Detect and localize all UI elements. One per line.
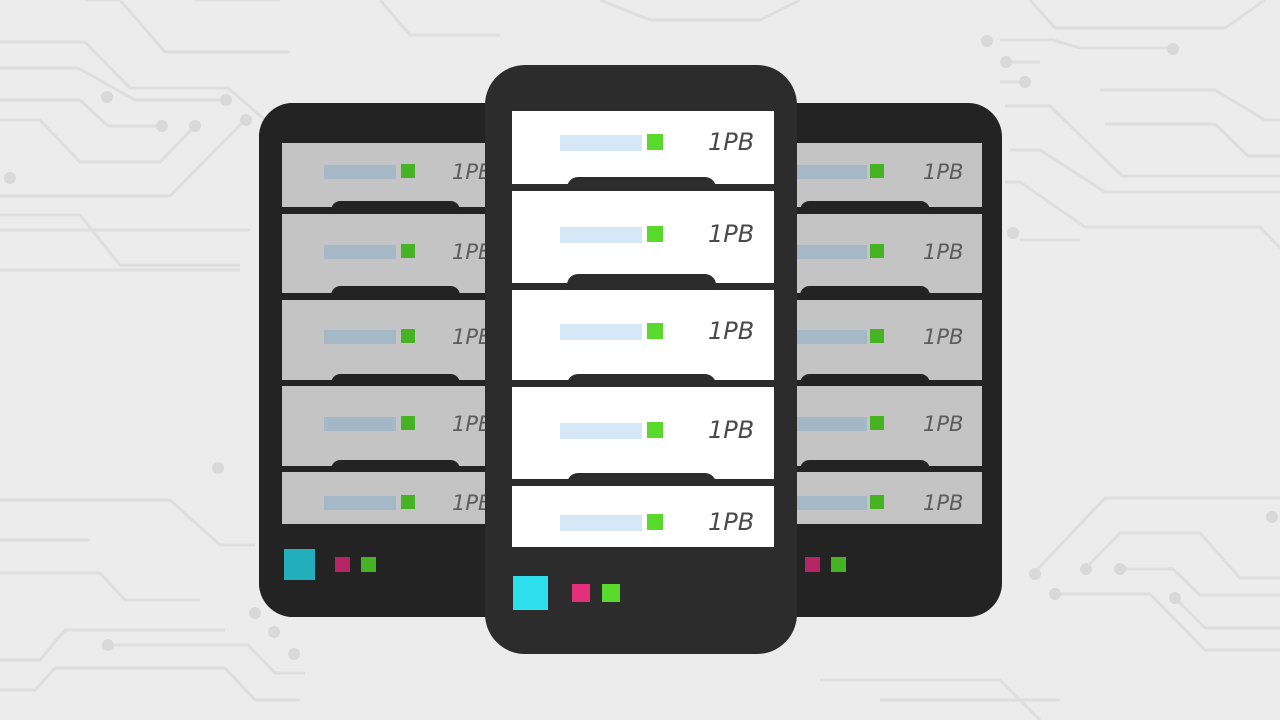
capacity-bar	[790, 165, 867, 179]
capacity-label: 1PB	[923, 325, 964, 349]
server-rack-center: 1PB 1PB 1PB 1PB 1PB	[485, 65, 797, 654]
storage-slot: 1PB	[790, 214, 982, 294]
status-indicator-pink-icon	[572, 584, 590, 602]
storage-slot: 1PB	[512, 111, 774, 184]
storage-slot: 1PB	[512, 290, 774, 380]
capacity-bar	[324, 245, 396, 259]
storage-slot: 1PB	[790, 386, 982, 466]
status-led-icon	[401, 329, 415, 343]
storage-slot: 1PB	[282, 143, 499, 207]
capacity-bar	[790, 330, 867, 344]
status-led-icon	[647, 134, 663, 150]
storage-slot: 1PB	[282, 300, 499, 380]
capacity-label: 1PB	[923, 412, 964, 436]
status-led-icon	[870, 329, 884, 343]
capacity-bar	[790, 417, 867, 431]
status-led-icon	[870, 416, 884, 430]
capacity-bar	[560, 423, 642, 439]
status-led-icon	[870, 164, 884, 178]
status-led-icon	[401, 164, 415, 178]
capacity-bar	[324, 165, 396, 179]
capacity-bar	[790, 245, 867, 259]
capacity-bar	[324, 417, 396, 431]
storage-slot: 1PB	[282, 386, 499, 466]
storage-slot: 1PB	[790, 472, 982, 524]
capacity-bar	[324, 330, 396, 344]
status-led-icon	[870, 244, 884, 258]
capacity-label: 1PB	[708, 416, 755, 444]
status-led-icon	[647, 514, 663, 530]
capacity-bar	[560, 227, 642, 243]
storage-slot: 1PB	[282, 214, 499, 294]
power-indicator-cyan-icon	[284, 549, 315, 580]
storage-slot: 1PB	[512, 191, 774, 283]
power-indicator-cyan-icon	[513, 576, 548, 610]
capacity-label: 1PB	[923, 240, 964, 264]
storage-slot: 1PB	[282, 472, 499, 524]
capacity-label: 1PB	[923, 491, 964, 515]
status-indicator-pink-icon	[335, 557, 350, 572]
capacity-bar	[560, 324, 642, 340]
capacity-label: 1PB	[708, 317, 755, 345]
storage-slot: 1PB	[512, 387, 774, 479]
status-led-icon	[647, 226, 663, 242]
status-led-icon	[647, 422, 663, 438]
capacity-label: 1PB	[708, 128, 755, 156]
status-indicator-green-icon	[602, 584, 620, 602]
status-indicator-pink-icon	[805, 557, 820, 572]
capacity-label: 1PB	[923, 160, 964, 184]
status-led-icon	[401, 244, 415, 258]
capacity-bar	[560, 515, 642, 531]
capacity-label: 1PB	[708, 220, 755, 248]
status-led-icon	[401, 416, 415, 430]
status-led-icon	[870, 495, 884, 509]
storage-slot: 1PB	[790, 300, 982, 380]
status-led-icon	[647, 323, 663, 339]
capacity-label: 1PB	[708, 508, 755, 536]
storage-slot: 1PB	[790, 143, 982, 207]
status-indicator-green-icon	[831, 557, 846, 572]
capacity-bar	[324, 496, 396, 510]
capacity-bar	[560, 135, 642, 151]
server-rack-right: 1PB 1PB 1PB 1PB 1PB	[790, 103, 1002, 617]
server-rack-left-slots: 1PB 1PB 1PB 1PB 1PB	[259, 103, 499, 617]
status-indicator-green-icon	[361, 557, 376, 572]
storage-slot: 1PB	[512, 486, 774, 547]
capacity-bar	[790, 496, 867, 510]
status-led-icon	[401, 495, 415, 509]
